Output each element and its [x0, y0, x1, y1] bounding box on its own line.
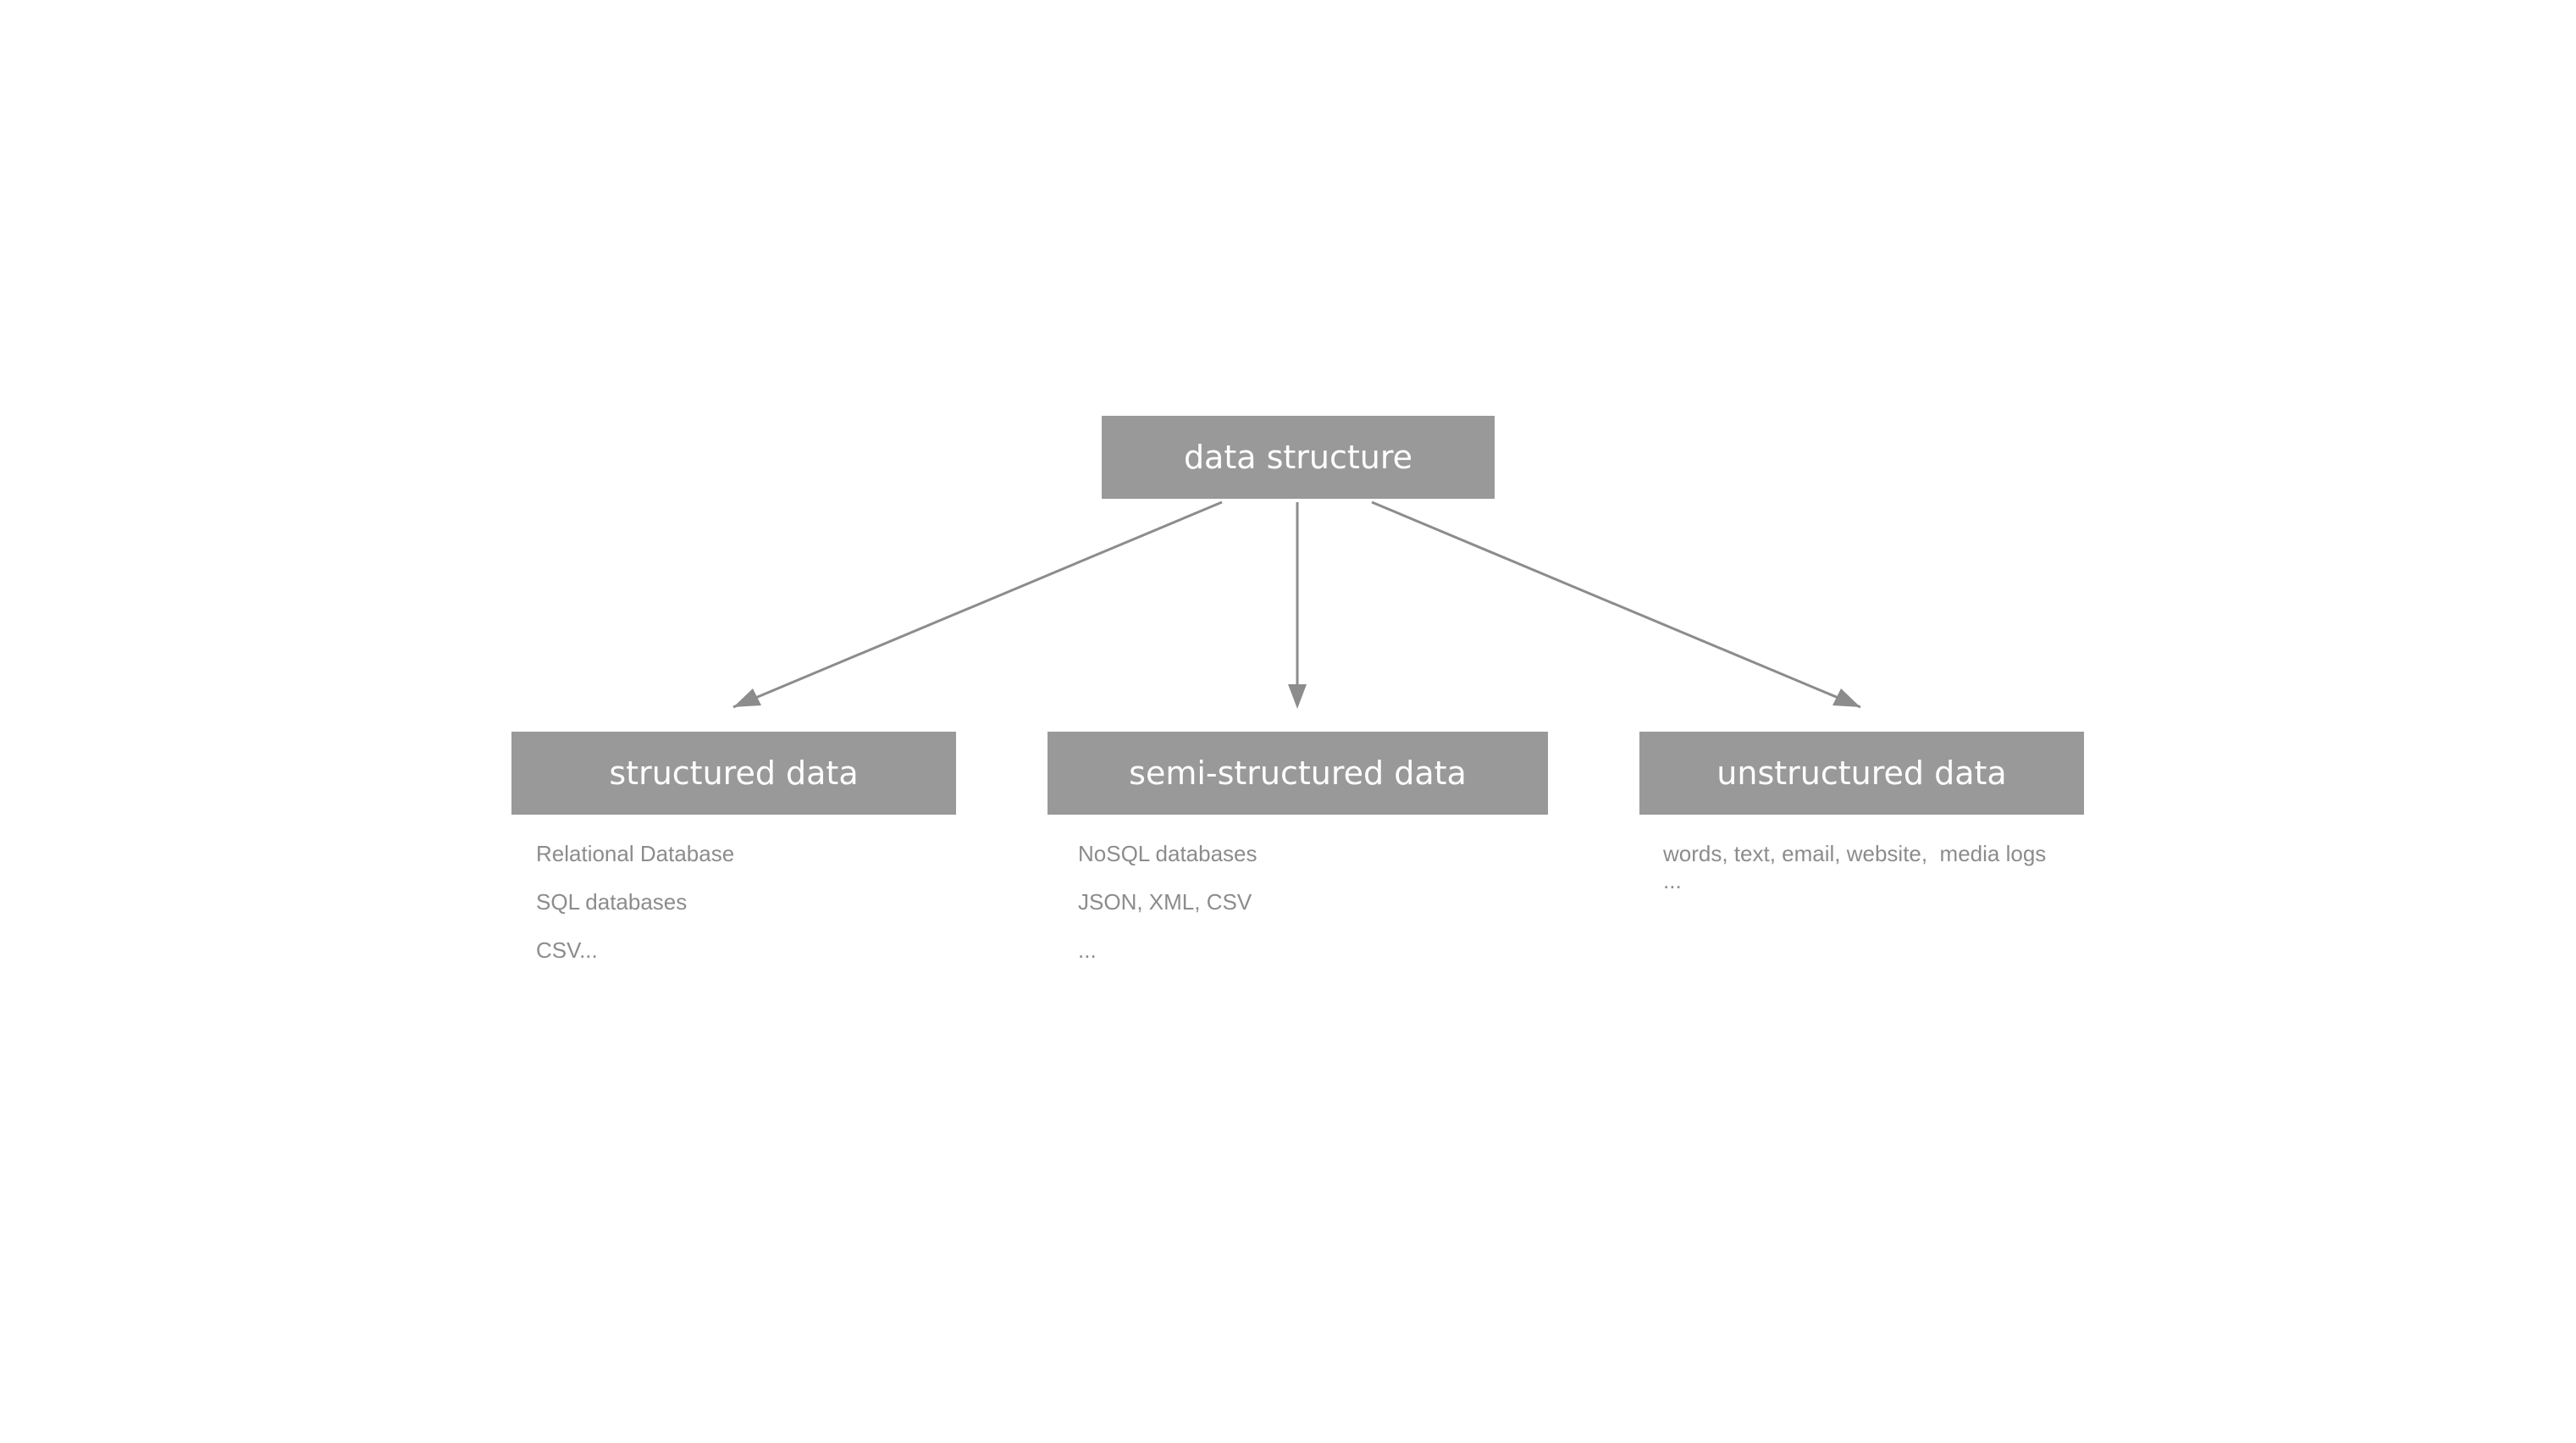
arrow-to-unstructured: [1371, 500, 1861, 709]
arrowhead-structured: [733, 688, 761, 707]
list-item: JSON, XML, CSV: [1078, 889, 1252, 915]
unstructured-data-examples: words, text, email, website, media logs …: [1663, 840, 2046, 894]
semi-structured-data-examples: NoSQL databases JSON, XML, CSV ...: [1078, 840, 1258, 985]
unstructured-data-box: unstructured data: [1639, 732, 2084, 815]
structured-data-label: structured data: [609, 755, 859, 792]
structured-data-examples: Relational Database SQL databases CSV...: [536, 840, 734, 985]
list-item: SQL databases: [536, 889, 688, 915]
root-node-label: data structure: [1183, 439, 1413, 476]
structured-data-box: structured data: [511, 732, 956, 815]
list-item: Relational Database: [536, 841, 735, 866]
list-item: CSV...: [536, 937, 598, 963]
list-item: NoSQL databases: [1078, 841, 1258, 866]
list-item: words, text, email, website, media logs: [1663, 841, 2047, 866]
list-item: ...: [1078, 937, 1097, 963]
root-node-box: data structure: [1102, 416, 1495, 499]
list-item: ...: [1663, 868, 1682, 893]
arrowhead-unstructured: [1832, 688, 1860, 707]
arrowhead-semi-structured: [1288, 684, 1307, 709]
unstructured-data-label: unstructured data: [1716, 755, 2007, 792]
semi-structured-data-box: semi-structured data: [1048, 732, 1548, 815]
arrow-to-structured: [732, 500, 1223, 709]
semi-structured-data-label: semi-structured data: [1129, 755, 1467, 792]
